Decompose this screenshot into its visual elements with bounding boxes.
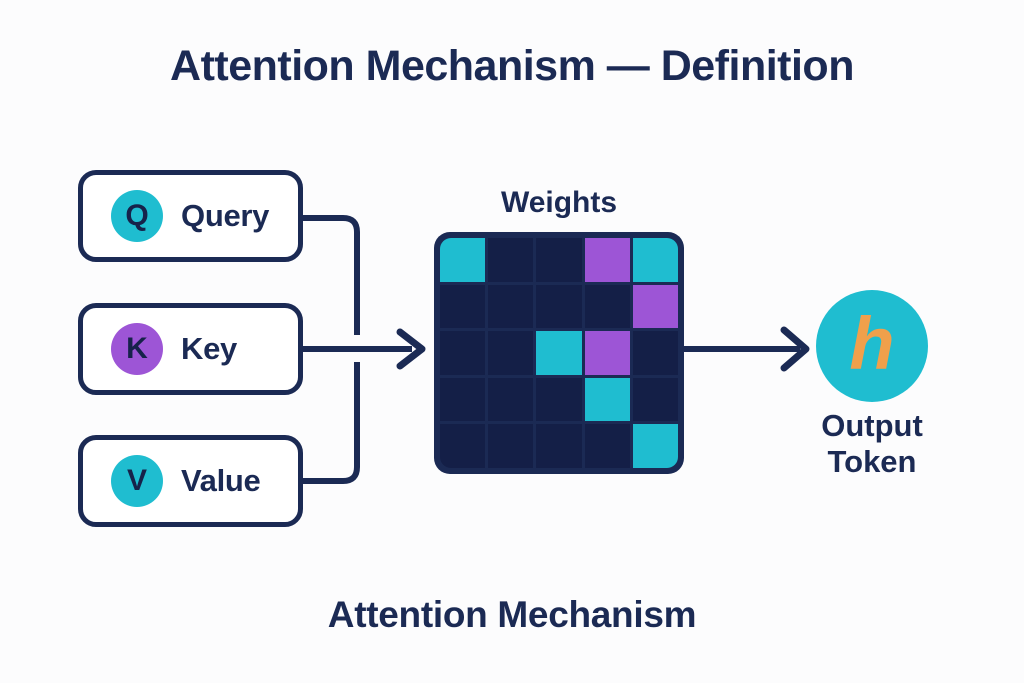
query-badge-icon: Q bbox=[111, 190, 163, 242]
input-card-label-key: Key bbox=[181, 331, 237, 366]
weight-cell-r0-c1 bbox=[488, 238, 534, 282]
key-badge-icon: K bbox=[111, 323, 163, 375]
weight-cell-r3-c2 bbox=[536, 377, 582, 422]
arrow-weights-to-output-head bbox=[780, 326, 810, 372]
page-title: Attention Mechanism — Definition bbox=[170, 42, 854, 90]
weight-cell-r4-c4 bbox=[632, 424, 678, 468]
weight-cell-r1-c0 bbox=[440, 284, 486, 329]
output-token-circle: h bbox=[816, 290, 928, 402]
weight-cell-r2-c4 bbox=[632, 331, 678, 375]
input-card-label-query: Query bbox=[181, 198, 270, 233]
weight-cell-r1-c2 bbox=[536, 284, 582, 329]
weight-cell-r3-c3 bbox=[584, 377, 630, 422]
weight-cell-r2-c3 bbox=[584, 331, 630, 375]
weight-cell-r2-c0 bbox=[440, 331, 486, 375]
input-card-query[interactable]: Q Query bbox=[78, 170, 303, 262]
weight-cell-r1-c3 bbox=[584, 284, 630, 329]
weight-cell-r0-c2 bbox=[536, 238, 582, 282]
attention-weights-matrix bbox=[434, 232, 684, 474]
weight-cell-r3-c0 bbox=[440, 377, 486, 422]
input-card-value[interactable]: V Value bbox=[78, 435, 303, 527]
input-card-key[interactable]: K Key bbox=[78, 303, 303, 395]
weight-cell-r4-c3 bbox=[584, 424, 630, 468]
arrow-inputs-to-weights-head bbox=[396, 328, 426, 370]
weight-cell-r1-c1 bbox=[488, 284, 534, 329]
footer-caption: Attention Mechanism bbox=[327, 594, 697, 635]
output-caption-line-2: Token bbox=[827, 443, 917, 479]
connector-query-to-bus bbox=[303, 215, 360, 335]
weight-cell-r4-c1 bbox=[488, 424, 534, 468]
weight-cell-r3-c1 bbox=[488, 377, 534, 422]
weight-cell-r3-c4 bbox=[632, 377, 678, 422]
input-card-label-value: Value bbox=[181, 463, 261, 498]
weight-cell-r0-c4 bbox=[632, 238, 678, 282]
output-token-caption: Output Token bbox=[762, 408, 982, 480]
weight-cell-r0-c3 bbox=[584, 238, 630, 282]
output-token-glyph: h bbox=[849, 302, 895, 385]
weight-cell-r4-c2 bbox=[536, 424, 582, 468]
weight-cell-r0-c0 bbox=[440, 238, 486, 282]
weight-cell-r1-c4 bbox=[632, 284, 678, 329]
connector-value-to-bus bbox=[303, 362, 360, 484]
weight-cell-r2-c1 bbox=[488, 331, 534, 375]
weight-cell-r2-c2 bbox=[536, 331, 582, 375]
value-badge-icon: V bbox=[111, 455, 163, 507]
weights-label: Weights bbox=[500, 186, 618, 219]
weight-cell-r4-c0 bbox=[440, 424, 486, 468]
output-caption-line-1: Output bbox=[821, 408, 923, 443]
